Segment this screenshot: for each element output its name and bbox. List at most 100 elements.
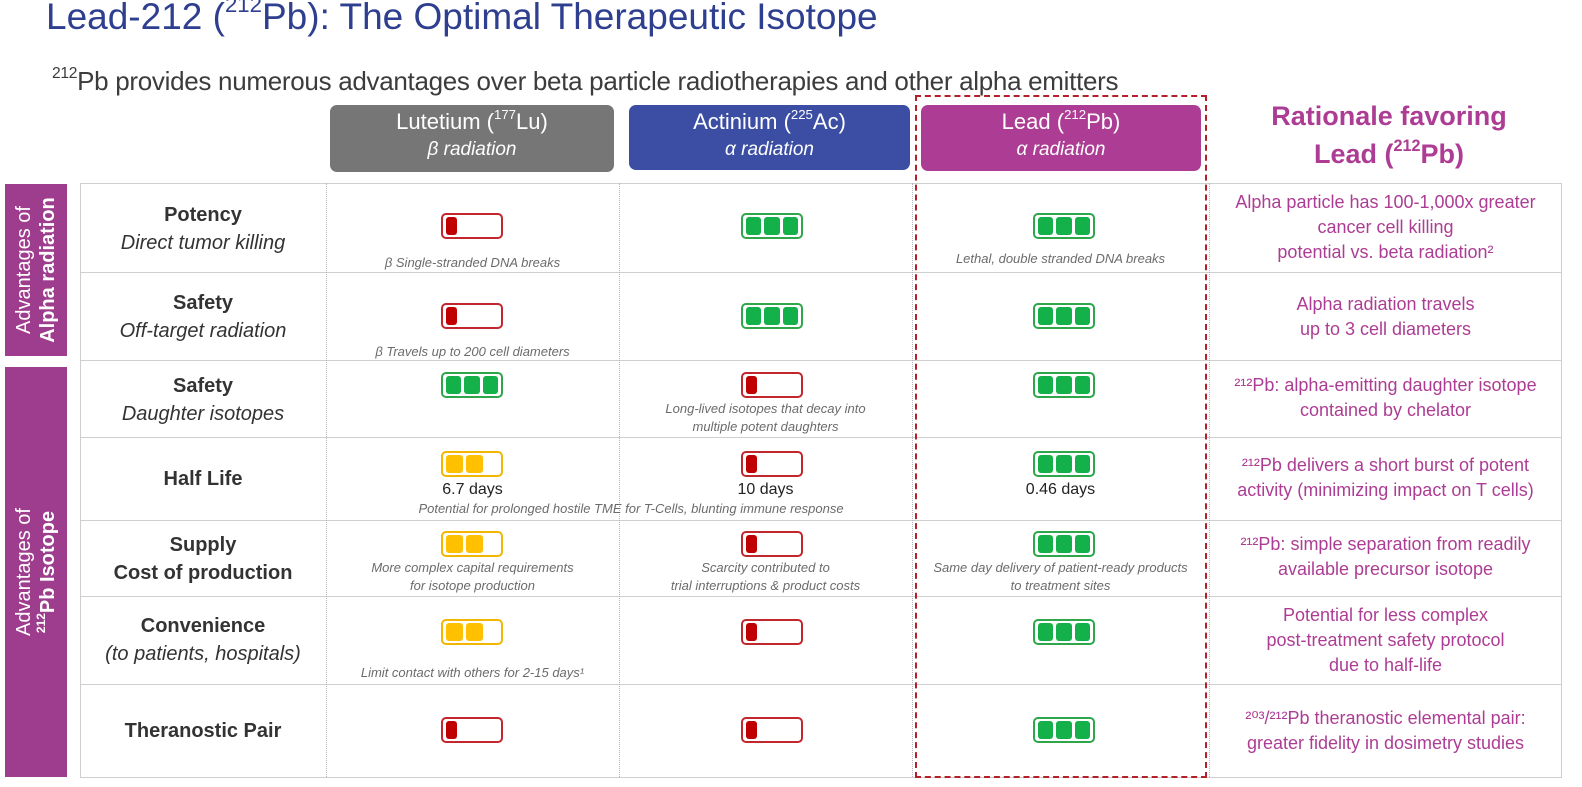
lead-column-highlight	[915, 95, 1207, 778]
column-header-actinium: Actinium (225Ac) α radiation	[629, 105, 910, 170]
rationale-line: contained by chelator	[1299, 400, 1472, 420]
cell-note: Lethal, double stranded DNA breaks	[955, 251, 1166, 266]
rating-gauge-red	[441, 303, 503, 329]
row-label-convenience: Convenience(to patients, hospitals)	[105, 615, 301, 665]
note-line: Same day delivery of patient-ready produ…	[933, 560, 1188, 575]
rating-segment	[1038, 535, 1054, 553]
grid-line	[80, 684, 1562, 685]
rating-segment	[746, 455, 757, 473]
grid-line	[80, 272, 1562, 273]
rating-gauge-green	[1033, 451, 1095, 477]
note-line: multiple potent daughters	[692, 419, 839, 434]
rating-segment	[1038, 217, 1054, 235]
rating-gauge-green	[1033, 303, 1095, 329]
grid-line	[80, 360, 1562, 361]
rationale-line: Alpha particle has 100-1,000x greater	[1235, 192, 1536, 212]
rating-segment	[464, 376, 480, 394]
rationale-line: due to half-life	[1328, 655, 1443, 675]
cell-note: Long-lived isotopes that decay into multi…	[619, 400, 912, 436]
page-subtitle: 212Pb provides numerous advantages over …	[52, 65, 1119, 96]
grid-line	[80, 777, 1562, 778]
rating-segment	[1038, 455, 1054, 473]
note-line: trial interruptions & product costs	[670, 578, 861, 593]
rating-segment	[1074, 376, 1090, 394]
cell-note: β Travels up to 200 cell diameters	[375, 344, 570, 359]
rationale-line: greater fidelity in dosimetry studies	[1246, 733, 1525, 753]
rating-gauge-red	[741, 531, 803, 557]
rating-segment	[764, 307, 780, 325]
rating-segment	[1038, 721, 1054, 739]
rationale-line: activity (minimizing impact on T cells)	[1237, 480, 1534, 500]
rating-gauge-red	[441, 717, 503, 743]
rating-segment	[482, 376, 498, 394]
grid-line	[80, 596, 1562, 597]
note-line: Long-lived isotopes that decay into	[665, 401, 866, 416]
rating-segment	[746, 623, 757, 641]
rating-segment	[466, 455, 483, 473]
grid-line	[80, 437, 1562, 438]
rating-gauge-red	[741, 451, 803, 477]
grid-line	[80, 183, 81, 777]
half-life-lutetium: 6.7 days	[442, 481, 503, 498]
rating-gauge-green	[1033, 619, 1095, 645]
rating-segment	[1056, 217, 1072, 235]
half-life-lead: 0.46 days	[1025, 481, 1096, 498]
page-title: Lead-212 (212Pb): The Optimal Therapeuti…	[46, 0, 878, 37]
rating-segment	[746, 217, 762, 235]
column-header-lutetium: Lutetium (177Lu) β radiation	[330, 105, 614, 172]
rating-segment	[446, 376, 462, 394]
span-note: Potential for prolonged hostile TME for …	[418, 501, 844, 516]
rating-segment	[1056, 376, 1072, 394]
rating-gauge-red	[741, 717, 803, 743]
grid-line	[1209, 183, 1210, 777]
row-label-half-life: Half Life	[163, 468, 243, 490]
column-header-lead: Lead (212Pb) α radiation	[921, 105, 1201, 171]
rationale-safety-daughter: ²¹²Pb: alpha-emitting daughter isotope co…	[1210, 373, 1561, 423]
rating-segment	[446, 307, 457, 325]
rationale-header: Rationale favoring Lead (212Pb)	[1271, 101, 1507, 169]
cell-note: β Single-stranded DNA breaks	[384, 255, 561, 270]
rating-segment	[466, 623, 483, 641]
rating-segment	[446, 721, 457, 739]
rating-gauge-yellow	[441, 619, 503, 645]
rationale-line: available precursor isotope	[1277, 559, 1494, 579]
rating-segment	[1038, 376, 1054, 394]
grid-line	[619, 183, 620, 777]
rating-segment	[746, 721, 757, 739]
note-line: to treatment sites	[1010, 578, 1111, 593]
rating-segment	[446, 217, 457, 235]
rating-gauge-green	[441, 372, 503, 398]
grid-line	[80, 520, 1562, 521]
rating-segment	[446, 455, 463, 473]
rating-segment	[1074, 217, 1090, 235]
rating-segment	[466, 535, 483, 553]
rating-gauge-red	[741, 372, 803, 398]
rating-gauge-green	[1033, 717, 1095, 743]
rating-segment	[1056, 307, 1072, 325]
rating-segment	[1056, 721, 1072, 739]
rating-gauge-red	[441, 213, 503, 239]
rating-gauge-yellow	[441, 531, 503, 557]
rationale-line: ²¹²Pb: alpha-emitting daughter isotope	[1234, 375, 1537, 395]
rationale-line: Potential for less complex	[1282, 605, 1489, 625]
grid-line	[80, 183, 1562, 184]
rating-segment	[764, 217, 780, 235]
rating-segment	[446, 623, 463, 641]
rating-segment	[1038, 307, 1054, 325]
rationale-theranostic: ²⁰³/²¹²Pb theranostic elemental pair:gre…	[1210, 706, 1561, 756]
rating-segment	[1056, 535, 1072, 553]
rating-segment	[782, 307, 798, 325]
rating-segment	[1056, 455, 1072, 473]
rationale-convenience: Potential for less complex post-treatment…	[1210, 603, 1561, 678]
rationale-line: post-treatment safety protocol	[1266, 630, 1505, 650]
rationale-line: up to 3 cell diameters	[1299, 319, 1472, 339]
rating-segment	[1074, 721, 1090, 739]
